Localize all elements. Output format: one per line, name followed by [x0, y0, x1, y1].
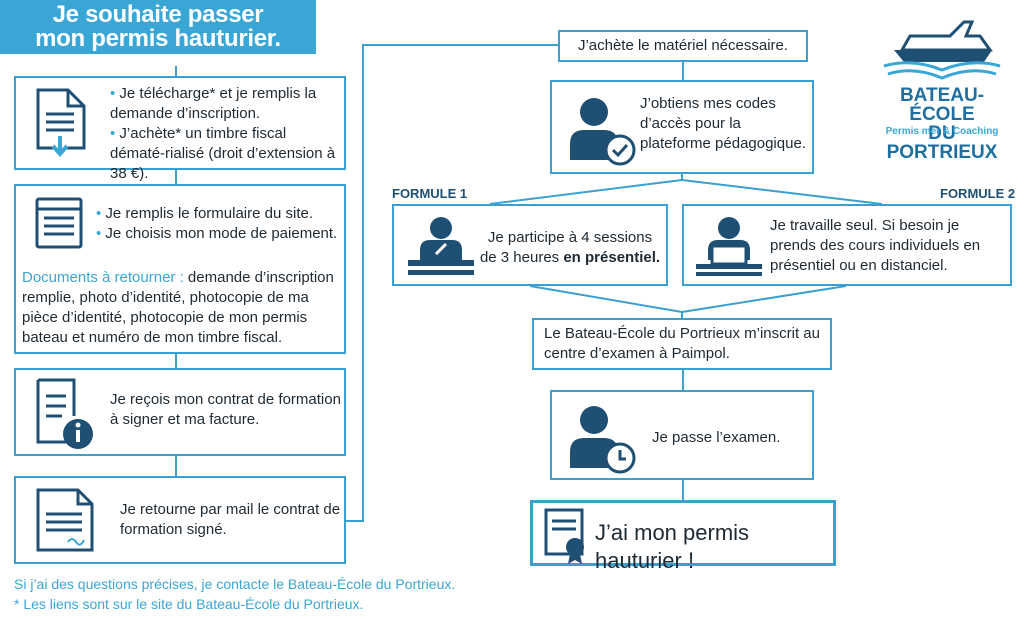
footer-line-2: * Les liens sont sur le site du Bateau-É…: [14, 596, 364, 612]
connector: [682, 62, 684, 80]
connector: [346, 520, 364, 522]
formule-1-bold: en présentiel.: [563, 249, 661, 266]
step2-bullet-2: • Je choisis mon mode de paiement.: [96, 225, 338, 242]
user-clock-icon: [566, 400, 636, 474]
step-return-contract: Je retourne par mail le contrat de forma…: [14, 476, 346, 564]
codes-text: J’obtiens mes codes d’accès pour la plat…: [640, 95, 806, 152]
merge-connector: [529, 286, 847, 318]
formule-1-label: FORMULE 1: [392, 186, 468, 201]
step4-text: Je retourne par mail le contrat de forma…: [120, 501, 341, 538]
final-text: J’ai mon permis hauturier !: [595, 520, 750, 573]
formule-2-text: Je travaille seul. Si besoin je prends d…: [770, 217, 981, 274]
download-document-icon: [34, 88, 88, 160]
connector: [682, 370, 684, 390]
step-get-codes: J’obtiens mes codes d’accès pour la plat…: [550, 80, 814, 174]
connector: [175, 354, 177, 368]
step2-bullet-1: • Je remplis le formulaire du site.: [96, 205, 313, 222]
documents-label: Documents à retourner :: [22, 269, 184, 286]
boat-book-logo-icon: [880, 14, 1004, 84]
documents-to-return: Documents à retourner : demande d’inscri…: [22, 268, 344, 348]
logo-line-1: BATEAU-ÉCOLE: [899, 85, 985, 125]
split-connector: [489, 174, 883, 205]
signed-contract-icon: [34, 488, 96, 554]
step-exam-registration: Le Bateau-École du Portrieux m’inscrit a…: [532, 318, 832, 370]
buy-text: J’achète le matériel nécessaire.: [577, 37, 789, 54]
connector: [175, 66, 177, 76]
formule-2-box: Je travaille seul. Si besoin je prends d…: [682, 204, 1012, 286]
title-line-1: Je souhaite passer: [52, 1, 264, 28]
footer-line-1: Si j’ai des questions précises, je conta…: [14, 576, 456, 592]
formule-1-text: Je participe à 4 sessions de 3 heures en…: [479, 229, 661, 266]
page-title: Je souhaite passer mon permis hauturier.: [0, 0, 316, 54]
laptop-person-icon: [694, 214, 764, 278]
step-pass-exam: Je passe l’examen.: [550, 390, 814, 480]
step1-bullet-1: • Je télécharge* et je remplis la demand…: [110, 85, 317, 122]
connector: [682, 480, 684, 500]
formule-1-box: Je participe à 4 sessions de 3 heures en…: [392, 204, 668, 286]
step-receive-contract: Je reçois mon contrat de formation à sig…: [14, 368, 346, 456]
step3-text: Je reçois mon contrat de formation à sig…: [110, 391, 341, 428]
connector: [175, 170, 177, 184]
logo-line-2: DU PORTRIEUX: [886, 123, 998, 163]
formule-2-label: FORMULE 2: [940, 186, 1016, 201]
logo-tagline: Permis mer & Coaching: [885, 126, 999, 137]
final-step: J’ai mon permis hauturier !: [530, 500, 836, 573]
document-info-icon: [34, 378, 94, 450]
title-line-2: mon permis hauturier.: [35, 25, 281, 52]
connector: [362, 44, 364, 522]
step1-bullet-2: • J’achète* un timbre fiscal dématé-rial…: [110, 125, 336, 182]
exam-text: Je passe l’examen.: [652, 429, 781, 446]
inscrit-text: Le Bateau-École du Portrieux m’inscrit a…: [544, 325, 820, 362]
step-download-form: • Je télécharge* et je remplis la demand…: [14, 76, 346, 182]
step-fill-form: • Je remplis le formulaire du site. • Je…: [14, 184, 346, 354]
connector: [175, 456, 177, 476]
certificate-icon: [543, 507, 591, 565]
documents-list: demande d’inscription remplie, photo d’i…: [22, 269, 334, 346]
classroom-person-icon: [406, 214, 476, 278]
user-check-icon: [566, 92, 636, 166]
form-icon: [34, 196, 84, 250]
connector: [362, 44, 558, 46]
step-buy-material: J’achète le matériel nécessaire.: [558, 30, 808, 62]
